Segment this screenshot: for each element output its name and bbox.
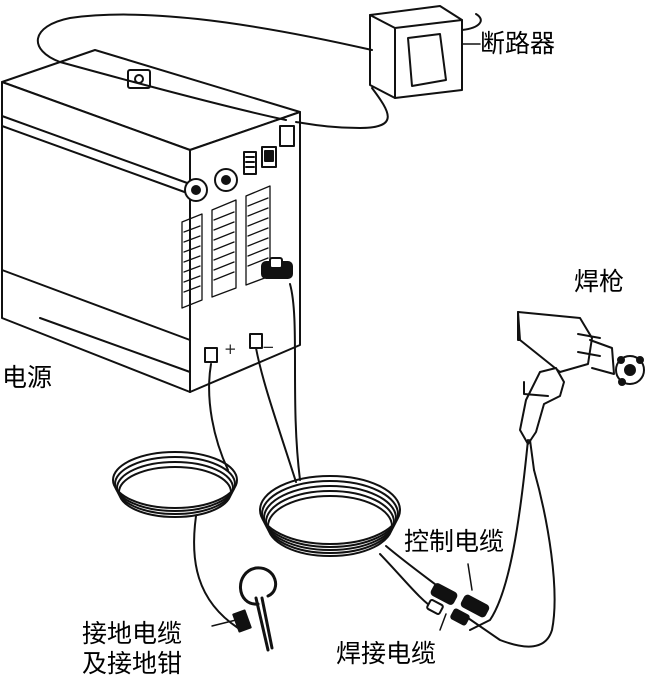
negative-terminal-sign: − [262, 338, 275, 356]
label-welding-gun: 焊枪 [574, 268, 624, 297]
breaker-box [370, 6, 481, 98]
label-power-supply: 电源 [2, 364, 52, 393]
label-ground-cable-line1: 接地电缆 [82, 620, 182, 649]
power-supply-cabinet [2, 50, 300, 392]
positive-terminal-sign: + [224, 340, 237, 358]
label-ground-cable-line2: 及接地钳 [82, 650, 182, 679]
label-control-cable: 控制电缆 [404, 528, 504, 557]
cable-connectors [426, 583, 489, 625]
ground-cable-coil [113, 364, 238, 628]
label-breaker: 断路器 [480, 30, 555, 59]
label-welding-cable: 焊接电缆 [336, 640, 436, 669]
welding-gun [518, 312, 644, 470]
ground-clamp-icon [233, 568, 275, 650]
